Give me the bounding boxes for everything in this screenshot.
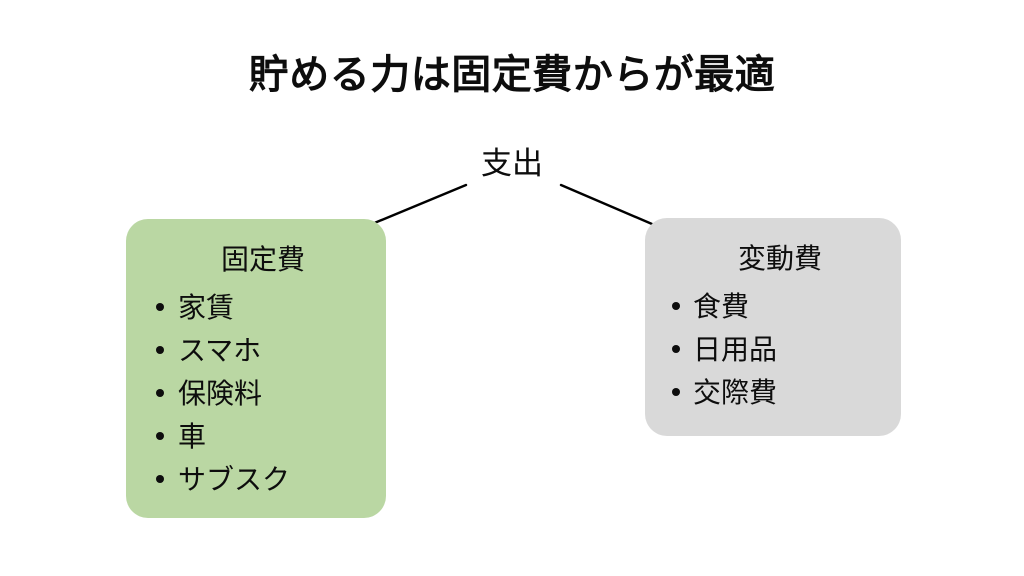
list-item-label: 交際費 <box>693 375 778 409</box>
list-item: スマホ <box>126 329 386 372</box>
category-heading-variable-costs: 変動費 <box>737 242 822 275</box>
list-item: 交際費 <box>645 371 901 414</box>
item-list-fixed-costs: 家賃 スマホ 保険料 車 サブスク <box>126 286 386 501</box>
list-item: 車 <box>126 415 386 458</box>
bullet-icon <box>156 432 164 441</box>
list-item: 家賃 <box>126 286 386 329</box>
bullet-icon <box>156 303 164 312</box>
bullet-icon <box>156 389 164 398</box>
list-item: サブスク <box>126 458 386 501</box>
list-item-label: 家賃 <box>178 290 235 324</box>
page-title: 貯める力は固定費からが最適 <box>248 52 776 98</box>
category-box-variable-costs[interactable]: 変動費 食費 日用品 交際費 <box>645 218 901 436</box>
list-item-label: 保険料 <box>178 376 263 410</box>
bullet-icon <box>672 302 680 311</box>
bullet-icon <box>156 475 164 484</box>
list-item: 保険料 <box>126 372 386 415</box>
list-item-label: サブスク <box>178 462 291 496</box>
list-item-label: 日用品 <box>693 332 778 366</box>
list-item: 日用品 <box>645 328 901 371</box>
list-item-label: 食費 <box>693 289 750 323</box>
list-item-label: スマホ <box>178 333 262 367</box>
bullet-icon <box>156 346 164 355</box>
category-heading-fixed-costs: 固定費 <box>220 243 305 276</box>
list-item: 食費 <box>645 285 901 328</box>
diagram-root-label: 支出 <box>481 146 543 182</box>
list-item-label: 車 <box>178 419 207 453</box>
item-list-variable-costs: 食費 日用品 交際費 <box>645 285 901 414</box>
category-box-fixed-costs[interactable]: 固定費 家賃 スマホ 保険料 車 サブスク <box>126 219 386 518</box>
connector-line-left <box>370 183 468 226</box>
connector-line-right <box>559 183 654 226</box>
bullet-icon <box>672 388 680 397</box>
bullet-icon <box>672 345 680 354</box>
